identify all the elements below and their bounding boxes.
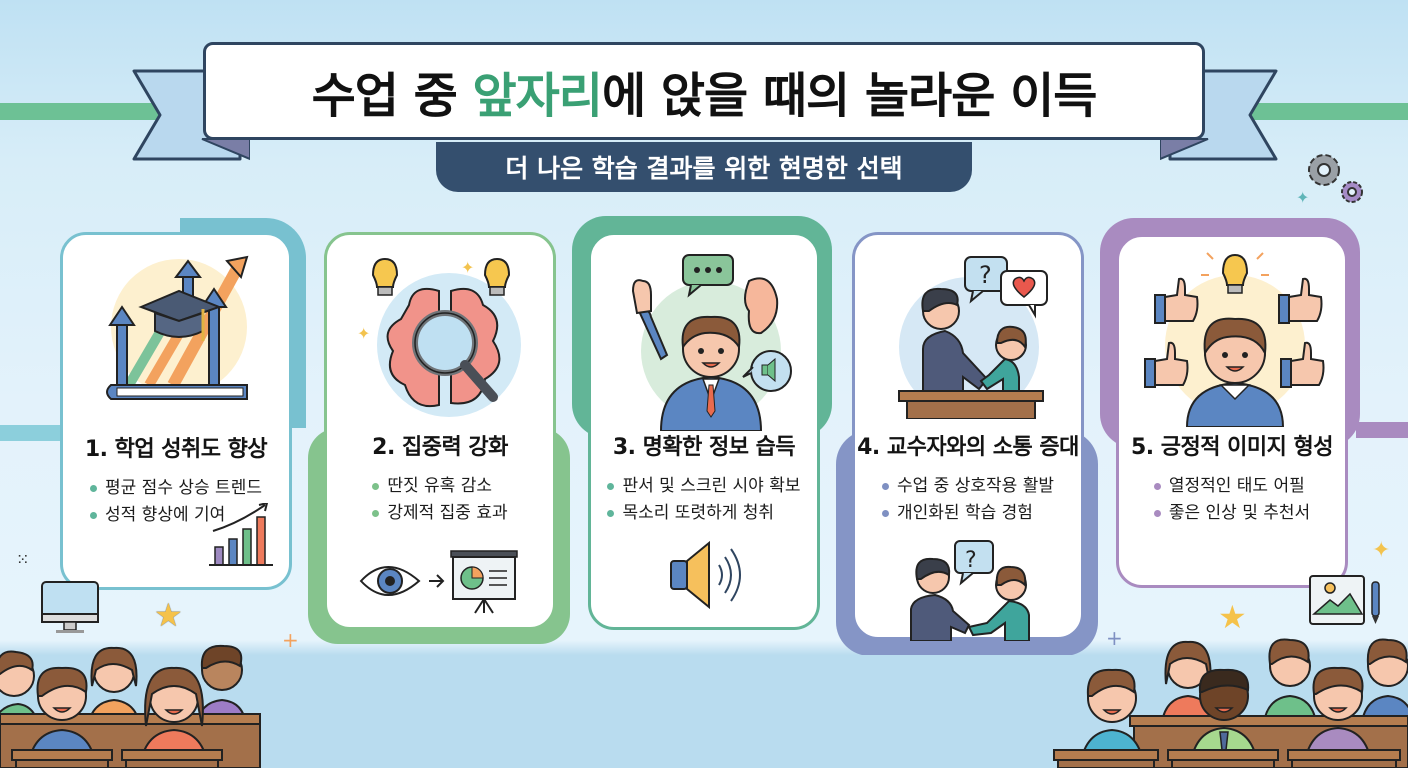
card-clear-information: 3. 명확한 정보 습득 판서 및 스크린 시야 확보 목소리 또렷하게 청취: [588, 232, 820, 630]
bullet-item: 좋은 인상 및 추천서: [1153, 500, 1310, 527]
bullet-item: 딴짓 유혹 감소: [372, 473, 507, 500]
bullet-item: 판서 및 스크린 시야 확보: [607, 473, 801, 500]
thumbs-up-icon: [1144, 277, 1325, 388]
card-title: 2. 집중력 강화: [372, 435, 508, 460]
title-banner: 수업 중 앞자리에 앉을 때의 놀라운 이득: [203, 42, 1205, 140]
sparkle-icon: ✦: [1372, 538, 1391, 563]
title-highlight: 앞자리: [472, 68, 602, 124]
plus-icon: +: [282, 628, 299, 652]
student-raising-hand-icon: [631, 254, 792, 431]
star-icon: ★: [1218, 598, 1247, 636]
bullet-list: 수업 중 상호작용 활발 개인화된 학습 경험: [882, 473, 1054, 527]
star-icon: ★: [154, 596, 183, 634]
speaker-icon: [670, 541, 741, 609]
gear-icon: [1308, 154, 1363, 203]
bullet-item: 평균 점수 상승 트렌드: [90, 475, 262, 502]
sparkle-icon: ⁙: [16, 550, 30, 569]
brain-magnifier-icon: ✦ ✦: [357, 257, 521, 417]
left-stripe: [0, 103, 160, 120]
bullet-list: 딴짓 유혹 감소 강제적 집중 효과: [372, 473, 508, 527]
student-thumbs-up-icon: [1144, 252, 1325, 427]
right-stripe: [1250, 103, 1408, 120]
bar-chart-icon: [209, 503, 273, 566]
bullet-item: 목소리 또렷하게 청취: [607, 500, 800, 527]
bullet-item: 강제적 집중 효과: [372, 500, 508, 527]
card-positive-image: 5. 긍정적 이미지 형성 열정적인 태도 어필 좋은 인상 및 추천서: [1116, 234, 1348, 588]
bullet-item: 개인화된 학습 경험: [882, 500, 1054, 527]
page-title: 수업 중 앞자리에 앉을 때의 놀라운 이득: [311, 68, 1098, 124]
card-title: 4. 교수자와의 소통 증대: [857, 435, 1079, 460]
card-frame-1: [180, 218, 306, 428]
card-connector-5: [1356, 422, 1408, 438]
classroom-students-left: [0, 644, 261, 768]
svg-text:?: ?: [979, 261, 992, 289]
bullet-list: 판서 및 스크린 시야 확보 목소리 또렷하게 청취: [607, 473, 801, 527]
student-avatar: [1360, 638, 1408, 723]
graduation-cap-rising-arrows-icon: [106, 255, 249, 400]
bullet-list: 열정적인 태도 어필 좋은 인상 및 추천서: [1153, 473, 1310, 527]
bullet-item: 성적 향상에 기여: [90, 502, 262, 529]
svg-text:✦: ✦: [357, 324, 370, 343]
card-title: 5. 긍정적 이미지 형성: [1130, 435, 1334, 460]
subtitle: 더 나은 학습 결과를 위한 현명한 선택: [505, 154, 903, 183]
plus-icon: +: [1106, 626, 1123, 650]
card-instructor-communication: ? 4. 교수자와의 소통 증대 수업 중 상호작용 활발 개인화된 학습 경험…: [852, 232, 1084, 641]
bullet-list: 평균 점수 상승 트렌드 성적 향상에 기여: [90, 475, 262, 529]
teacher-student-handshake-icon: ?: [898, 256, 1048, 419]
bullet-item: 열정적인 태도 어필: [1153, 473, 1310, 500]
svg-text:✦: ✦: [461, 258, 474, 277]
bullet-item: 수업 중 상호작용 활발: [882, 473, 1054, 500]
svg-text:?: ?: [965, 548, 977, 573]
card-title: 3. 명확한 정보 습득: [612, 435, 796, 460]
monitor-icon: [41, 581, 99, 633]
card-title: 1. 학업 성취도 향상: [84, 437, 268, 462]
student-avatar: [1262, 638, 1318, 723]
eye-to-presentation-icon: [359, 550, 518, 614]
subtitle-banner: 더 나은 학습 결과를 위한 현명한 선택: [436, 142, 972, 192]
sparkle-icon: ✦: [1296, 188, 1310, 207]
classroom-students-right: [1053, 638, 1408, 768]
picture-frame-icon: [1309, 575, 1380, 625]
card-academic-achievement: 1. 학업 성취도 향상 평균 점수 상승 트렌드 성적 향상에 기여: [60, 232, 292, 590]
handshake-question-icon: ?: [910, 540, 1030, 641]
card-focus: ✦ ✦ 2. 집중력 강화 딴짓 유혹 감소 강제적 집중 효과: [324, 232, 556, 630]
